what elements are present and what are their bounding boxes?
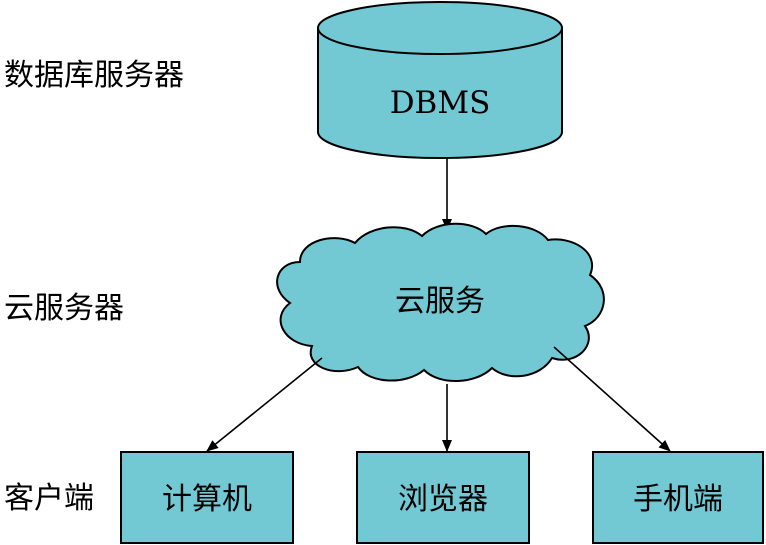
cloud-shape: 云服务: [276, 222, 605, 382]
mobile-label: 手机端: [633, 482, 723, 517]
dbms-cylinder: DBMS: [317, 1, 563, 159]
tier-label-client: 客户端: [4, 481, 94, 516]
computer-node: 计算机: [120, 451, 294, 544]
dbms-label: DBMS: [390, 85, 491, 121]
arrow-cloud-to-mobile: [553, 346, 671, 452]
mobile-node: 手机端: [592, 451, 764, 544]
tier-label-cloud-server: 云服务器: [4, 291, 124, 326]
browser-node: 浏览器: [356, 451, 530, 544]
tier-label-database-server: 数据库服务器: [4, 58, 184, 93]
cloud-service-label: 云服务: [395, 284, 485, 319]
arrow-cloud-to-computer: [206, 357, 323, 452]
browser-label: 浏览器: [398, 482, 488, 517]
computer-label: 计算机: [162, 482, 252, 517]
